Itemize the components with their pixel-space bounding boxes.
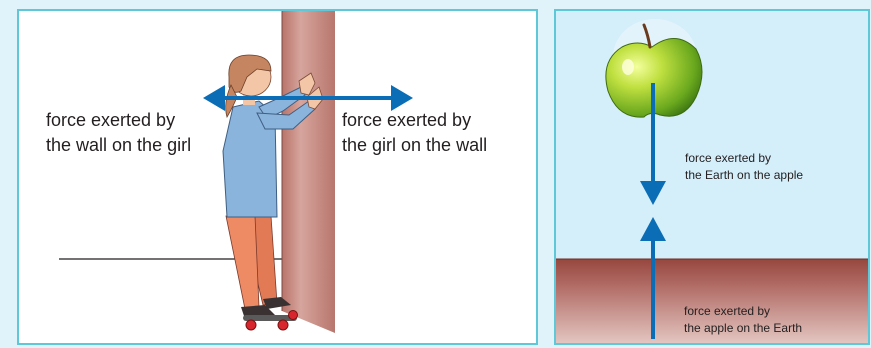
label-apple-on-earth-line2: the apple on the Earth bbox=[684, 320, 802, 337]
label-earth-on-apple: force exerted by the Earth on the apple bbox=[685, 150, 803, 184]
label-earth-on-apple-line1: force exerted by bbox=[685, 150, 803, 167]
arrowhead-down-icon bbox=[640, 181, 666, 205]
label-girl-on-wall-line2: the girl on the wall bbox=[342, 133, 487, 158]
label-girl-on-wall: force exerted by the girl on the wall bbox=[342, 108, 487, 158]
apple-earth-panel: force exerted by the Earth on the apple … bbox=[554, 9, 870, 345]
label-earth-on-apple-line2: the Earth on the apple bbox=[685, 167, 803, 184]
arrowhead-up-icon bbox=[640, 217, 666, 241]
wall bbox=[269, 11, 335, 343]
label-girl-on-wall-line1: force exerted by bbox=[342, 108, 487, 133]
label-wall-on-girl: force exerted by the wall on the girl bbox=[46, 108, 191, 158]
label-apple-on-earth-line1: force exerted by bbox=[684, 303, 802, 320]
arrowhead-left-icon bbox=[203, 85, 225, 111]
label-wall-on-girl-line1: force exerted by bbox=[46, 108, 191, 133]
girl-wall-illustration bbox=[19, 11, 536, 343]
label-apple-on-earth: force exerted by the apple on the Earth bbox=[684, 303, 802, 337]
girl-wall-panel: force exerted by the wall on the girl fo… bbox=[17, 9, 538, 345]
label-wall-on-girl-line2: the wall on the girl bbox=[46, 133, 191, 158]
